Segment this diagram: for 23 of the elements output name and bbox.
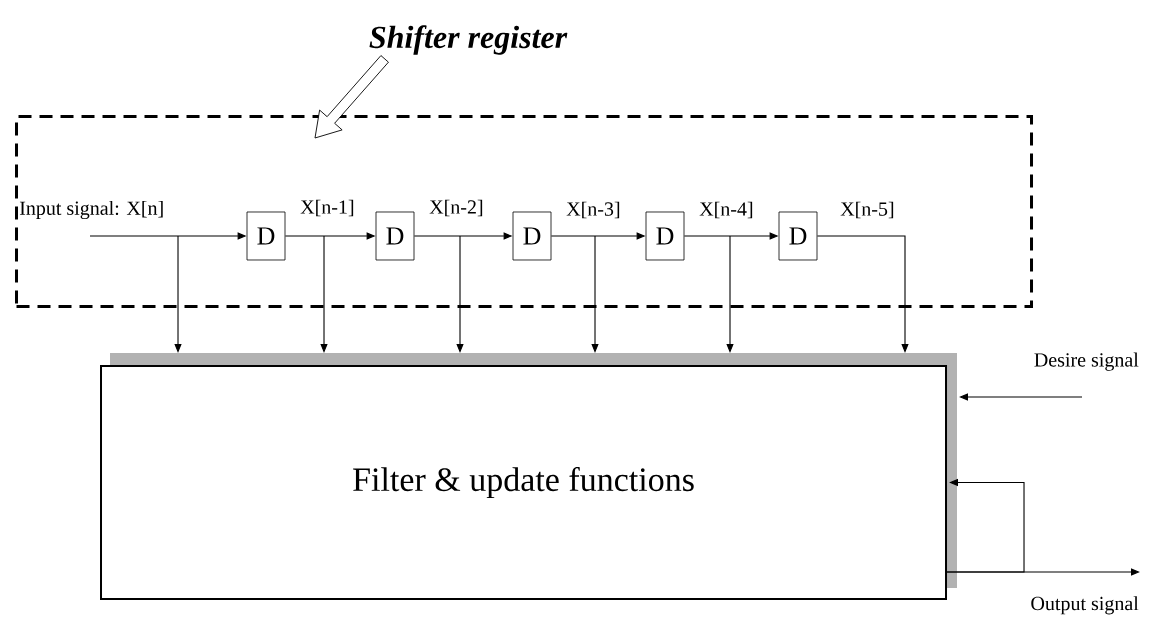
dashed-region [15,115,1033,308]
edge-label: X[n-2] [428,198,485,218]
edge-label: X[n-1] [299,198,356,218]
title-text: Shifter register [369,25,568,55]
signal-label: Output signal [1031,596,1139,615]
arrow [726,235,734,353]
signal-label: Desire signal [1034,352,1139,371]
process-box: Filter & update functions [100,353,957,600]
edge-label: X[n-4] [698,200,755,220]
arrow [816,235,909,353]
delay-box: D [375,211,415,261]
arrow [456,235,464,353]
delay-box: D [512,211,552,261]
block-arrow [314,55,389,139]
input-label: Input signal: X[n] [19,200,163,220]
delay-box: D [778,211,818,261]
delay-box: D [246,211,286,261]
arrow [591,235,599,353]
delay-box: D [645,211,685,261]
edge-label: X[n-3] [565,200,622,220]
edge-label: X[n-5] [839,200,896,220]
arrow [320,235,328,353]
arrow [174,235,182,353]
